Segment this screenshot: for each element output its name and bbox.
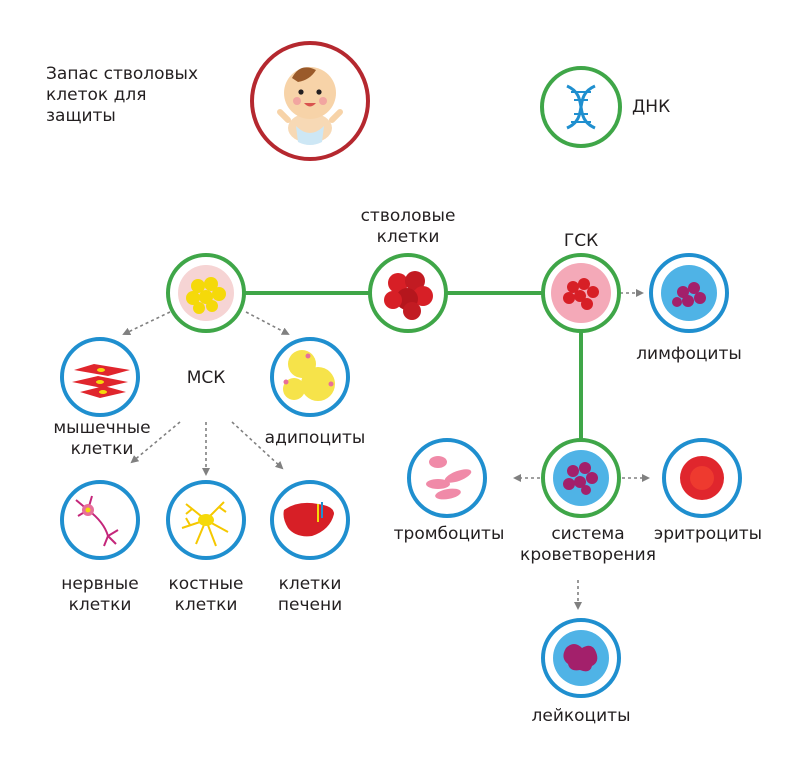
erythrocyte-icon xyxy=(662,438,742,518)
platelets-label: тромбоциты xyxy=(393,524,505,544)
hsc-cell-icon xyxy=(541,253,621,333)
liver-cells-label: клетки печени xyxy=(277,574,343,615)
erythrocytes-label: эритроциты xyxy=(653,524,763,544)
hematopoietic-system-label: система кроветворения xyxy=(520,524,656,565)
leukocytes-label: лейкоциты xyxy=(531,706,631,726)
arrow-msc-nerve xyxy=(130,421,181,464)
bone-cells-label: костные клетки xyxy=(168,574,244,615)
baby-icon xyxy=(250,41,370,161)
reserve-label: Запас стволовых клеток для защиты xyxy=(46,64,199,126)
dna-label: ДНК xyxy=(632,97,671,117)
dotted-arrows xyxy=(122,289,650,610)
liver-icon xyxy=(270,480,350,560)
platelets-icon xyxy=(407,438,487,518)
bone-cell-icon xyxy=(166,480,246,560)
adipocyte-icon xyxy=(270,337,350,417)
nerve-cells-label: нервные клетки xyxy=(61,574,139,615)
neuron-icon xyxy=(60,480,140,560)
hematopoietic-cell-icon xyxy=(541,438,621,518)
msc-cell-icon xyxy=(166,253,246,333)
lymphocytes-label: лимфоциты xyxy=(636,344,742,364)
stem-cell-cluster-icon xyxy=(368,253,448,333)
main-connectors xyxy=(244,291,583,442)
arrow-msc-liver xyxy=(231,421,284,470)
muscle-cells-label: мышечные клетки xyxy=(53,418,151,459)
adipocytes-label: адипоциты xyxy=(264,428,366,448)
muscle-cells-icon xyxy=(60,337,140,417)
dna-icon xyxy=(540,66,622,148)
msc-label: МСК xyxy=(186,368,226,388)
leukocyte-icon xyxy=(541,618,621,698)
arrow-msc-adipocytes xyxy=(245,311,290,335)
stem-cells-label: стволовые клетки xyxy=(360,206,456,247)
lymphocyte-icon xyxy=(649,253,729,333)
hsc-label: ГСК xyxy=(563,231,599,251)
arrow-msc-muscle xyxy=(122,311,171,336)
